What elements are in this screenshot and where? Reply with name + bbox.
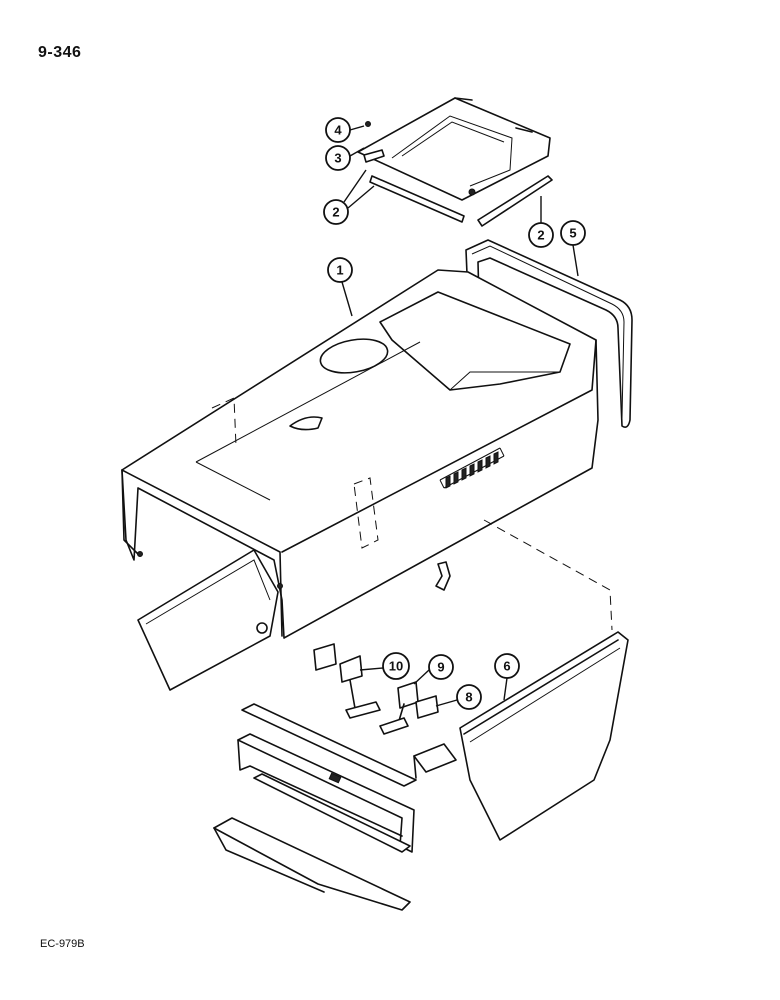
callout-4: 4 [325, 117, 365, 143]
callout-label: 5 [569, 226, 576, 241]
callout-label: 3 [334, 151, 341, 166]
mounting-brackets [313, 643, 457, 779]
hood-vent-louvres [439, 447, 505, 489]
callout-2-left: 2 [323, 169, 375, 225]
left-side-panel [137, 549, 279, 691]
callout-label: 1 [336, 263, 343, 278]
page-number: 9-346 [38, 44, 82, 61]
callout-label: 4 [334, 123, 342, 138]
callout-label: 10 [389, 659, 403, 674]
callout-label: 2 [537, 228, 544, 243]
callout-3: 3 [325, 145, 365, 171]
hood-main-body [121, 269, 613, 639]
callout-6: 6 [494, 653, 520, 701]
figure-reference-code: EC-979B [40, 938, 85, 950]
callout-label: 2 [332, 205, 339, 220]
callout-label: 8 [465, 690, 472, 705]
callout-5: 5 [560, 220, 586, 277]
lower-support-rails [213, 703, 417, 911]
right-side-panel [459, 631, 629, 841]
callout-9: 9 [413, 654, 454, 685]
callout-label: 6 [503, 659, 510, 674]
access-cover-panel [357, 97, 551, 201]
rear-seal-gasket [465, 239, 633, 428]
callout-8: 8 [435, 684, 482, 710]
callout-1: 1 [327, 257, 353, 317]
callout-2-right: 2 [528, 196, 554, 248]
callout-10: 10 [359, 652, 410, 680]
callout-label: 9 [437, 660, 444, 675]
seal-strips [363, 149, 553, 227]
